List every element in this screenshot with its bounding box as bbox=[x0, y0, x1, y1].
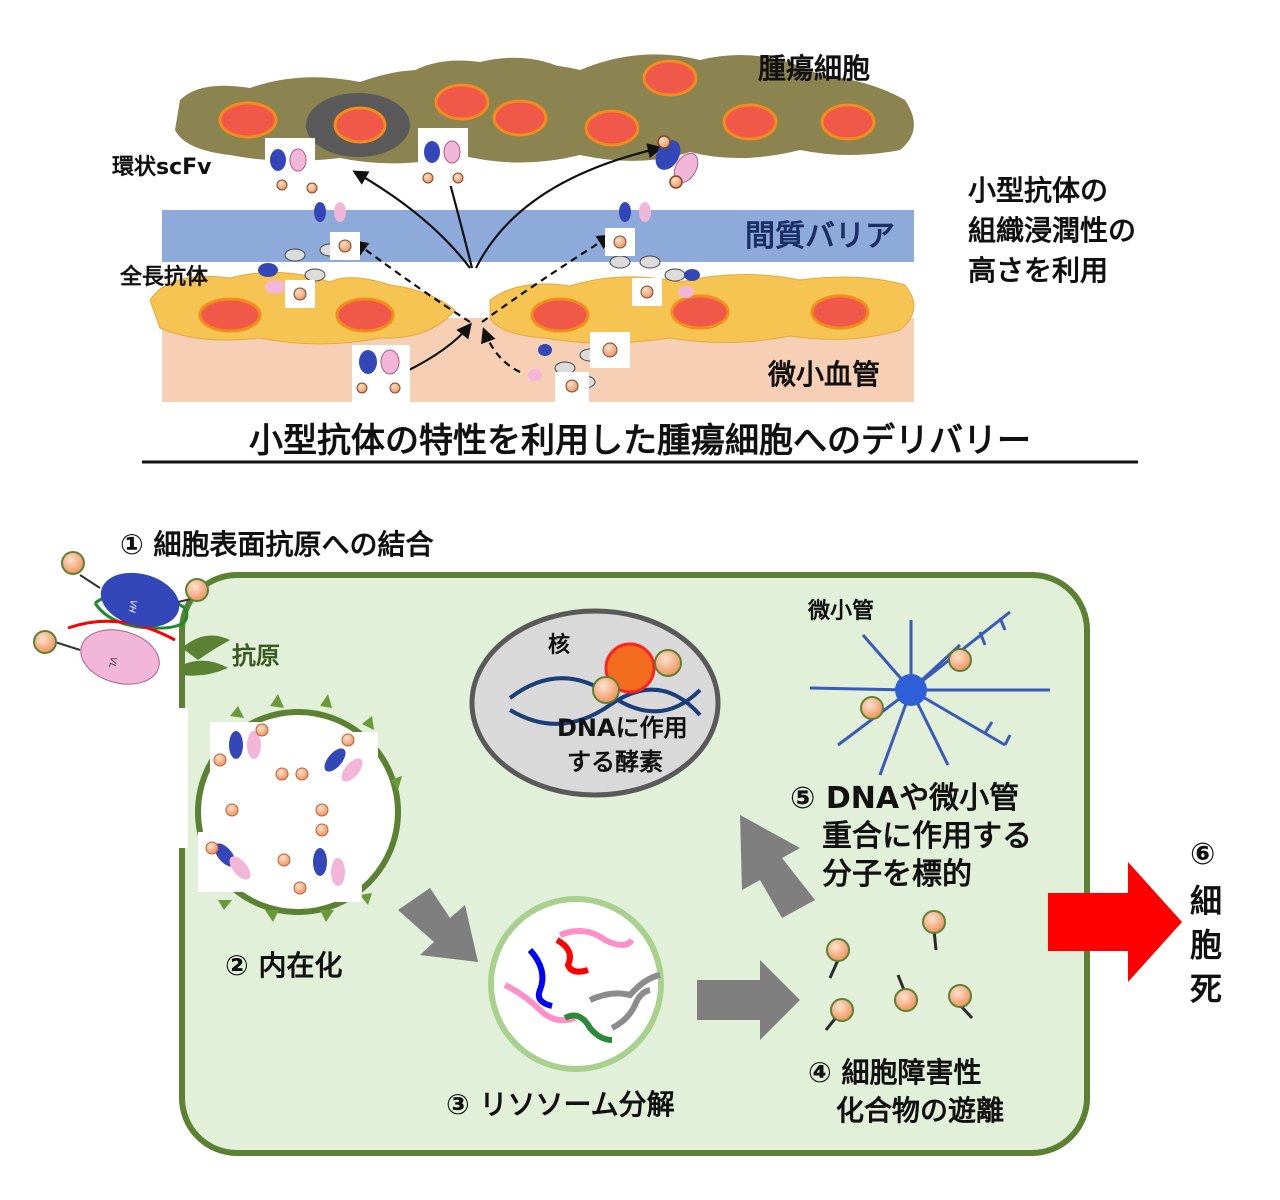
cyclic-scfv-label: 環状scFv bbox=[112, 155, 212, 180]
tumor-nucleus bbox=[492, 99, 548, 137]
full-length-antibody-icon bbox=[528, 332, 630, 402]
cyclic-scfv-icon bbox=[418, 128, 468, 186]
tumor-nucleus bbox=[584, 109, 640, 147]
antigen-icon bbox=[182, 635, 230, 676]
lysosome bbox=[488, 896, 664, 1072]
step3-label: ③ リソソーム分解 bbox=[446, 1088, 675, 1121]
tumor-nucleus bbox=[820, 103, 876, 141]
side-note-line-2: 組織浸潤性の bbox=[968, 214, 1136, 247]
tumor-cells-label: 腫瘍細胞 bbox=[758, 52, 870, 85]
endothelial-nucleus bbox=[810, 294, 870, 330]
step4-label-line-1: ④ 細胞障害性 bbox=[808, 1056, 981, 1089]
nucleus-label: 核 bbox=[548, 632, 570, 658]
microvessel-label: 微小血管 bbox=[767, 358, 880, 391]
cell-death-arrow bbox=[1048, 862, 1182, 982]
stroma-barrier-label: 間質バリア bbox=[745, 219, 895, 254]
free-payloads bbox=[824, 910, 974, 1031]
tumor-nucleus bbox=[434, 83, 490, 121]
cyclic-scfv-icon bbox=[265, 138, 318, 196]
endothelial-nucleus bbox=[670, 294, 730, 330]
step4-label-line-2: 化合物の遊離 bbox=[836, 1094, 1004, 1127]
dna-enzyme-line-1: DNAに作用 bbox=[557, 714, 688, 742]
microtubule bbox=[809, 610, 1050, 776]
endothelial-nucleus bbox=[198, 297, 262, 333]
step6-char-3: 死 bbox=[1190, 970, 1222, 1008]
tumor-cells bbox=[175, 54, 914, 164]
target-cell bbox=[179, 572, 1090, 1156]
process-arrows bbox=[398, 815, 815, 1040]
step2-label: ② 内在化 bbox=[225, 949, 342, 982]
step6-number: ⑥ bbox=[1190, 837, 1215, 872]
bottom-panel: VH VL ① 細胞表面抗原への結合 抗原 ② 内在化 ③ リソソーム分解 ④ … bbox=[33, 528, 1222, 1156]
tumor-nucleus bbox=[722, 103, 778, 141]
full-length-antibody-label: 全長抗体 bbox=[119, 264, 209, 290]
scfv-binding-icon: VH VL bbox=[33, 551, 209, 685]
nucleus bbox=[469, 608, 721, 798]
tumor-nucleus bbox=[218, 101, 278, 139]
vessel-scfv-icon bbox=[352, 345, 410, 403]
endothelial-cells bbox=[149, 271, 915, 345]
vl-text: VL bbox=[106, 656, 118, 669]
tumor-nucleus bbox=[642, 59, 698, 97]
endothelial-nucleus bbox=[530, 297, 590, 333]
step1-label: ① 細胞表面抗原への結合 bbox=[120, 528, 434, 561]
dna-enzyme-line-2: する酵素 bbox=[567, 748, 663, 776]
endothelial-nucleus bbox=[335, 297, 395, 333]
full-length-antibody-icon bbox=[605, 202, 700, 306]
step6-char-2: 胞 bbox=[1190, 926, 1222, 964]
top-panel: 腫瘍細胞 間質バリア 微小血管 環状scFv 全長抗体 小型抗体の 組織浸潤性の… bbox=[112, 52, 1138, 464]
antigen-label: 抗原 bbox=[232, 642, 280, 670]
side-note-line-3: 高さを利用 bbox=[968, 254, 1108, 287]
tumor-nucleus bbox=[333, 106, 387, 144]
bound-scfv-icon bbox=[655, 135, 699, 189]
step5-label-line-3: 分子を標的 bbox=[822, 857, 972, 892]
microtubule-label: 微小管 bbox=[807, 598, 874, 624]
step6-char-1: 細 bbox=[1190, 882, 1222, 920]
vh-text: VH bbox=[126, 599, 138, 614]
side-note-line-1: 小型抗体の bbox=[968, 174, 1108, 207]
endosome bbox=[176, 694, 402, 922]
step5-label-line-1: ⑤ DNAや微小管 bbox=[790, 781, 1019, 816]
figure-title: 小型抗体の特性を利用した腫瘍細胞へのデリバリー bbox=[249, 421, 1031, 461]
step5-label-line-2: 重合に作用する bbox=[822, 819, 1032, 854]
full-length-antibody-icon bbox=[258, 202, 360, 308]
